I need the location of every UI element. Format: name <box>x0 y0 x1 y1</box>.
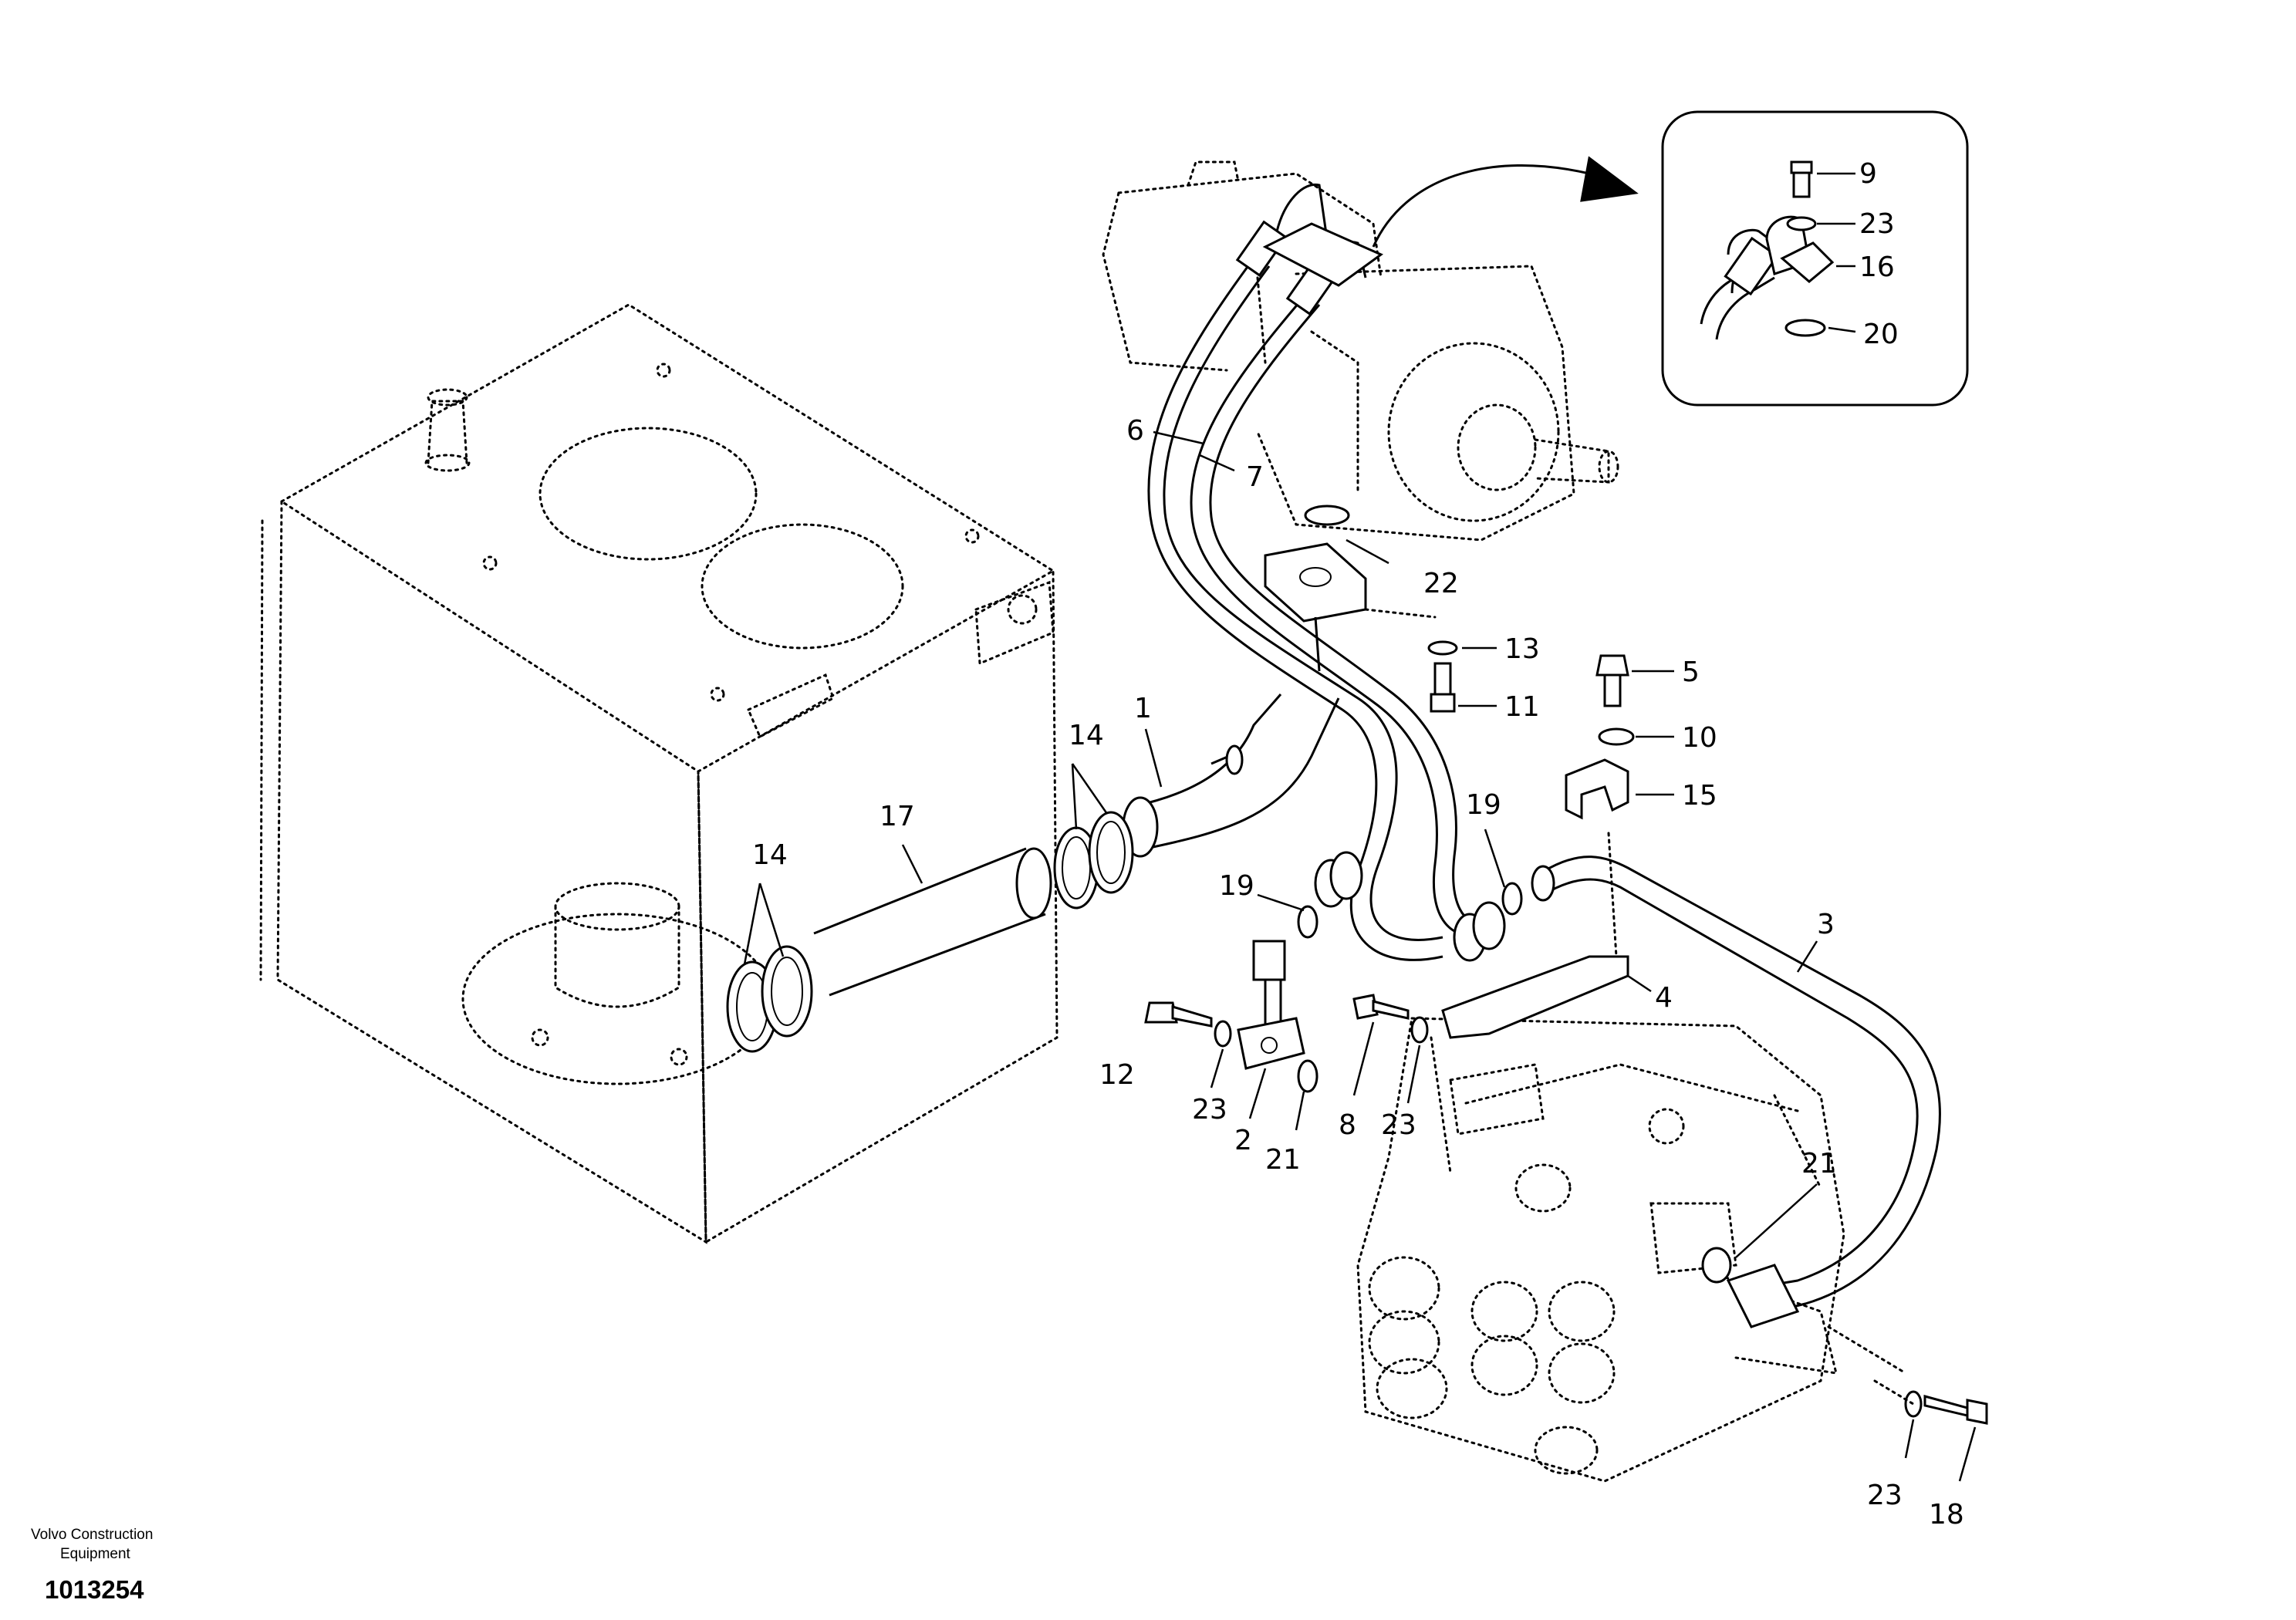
brand-line-1: Volvo Construction <box>31 1527 153 1543</box>
bolt-8 <box>1352 994 1410 1020</box>
callout-13: 13 <box>1504 633 1540 665</box>
hose-fitting <box>1235 220 1288 277</box>
callout-23a: 23 <box>1192 1094 1227 1126</box>
callout-3: 3 <box>1817 909 1835 940</box>
pipe-3 <box>1531 856 1941 1328</box>
o-ring-19 <box>1501 882 1523 916</box>
bolt-11 <box>1430 662 1456 713</box>
pump-flange <box>1262 222 1383 287</box>
washer-10 <box>1598 727 1635 746</box>
callout-14b: 14 <box>752 839 788 871</box>
pump-elbow <box>1275 183 1329 240</box>
callout-20: 20 <box>1863 319 1899 350</box>
flange-22 <box>1264 505 1367 672</box>
hose-7 <box>1190 296 1482 937</box>
detail-arrow <box>1372 164 1590 248</box>
bolt-5 <box>1595 654 1629 707</box>
callout-16: 16 <box>1859 251 1895 283</box>
o-ring-21 <box>1297 1059 1319 1093</box>
hose-clamp-14-left <box>726 945 813 1053</box>
callout-14a: 14 <box>1069 720 1104 751</box>
hose-6 <box>1147 258 1443 961</box>
bolt-12 <box>1144 1001 1213 1028</box>
detail-inset <box>1661 110 1969 407</box>
bracket-4 <box>1441 955 1629 1039</box>
o-ring-19 <box>1297 905 1319 939</box>
o-ring-21 <box>1701 1247 1732 1284</box>
callout-11: 11 <box>1504 691 1540 723</box>
brand-line-2: Equipment <box>60 1546 131 1562</box>
callout-22: 22 <box>1423 568 1459 599</box>
callout-23b: 23 <box>1381 1109 1416 1141</box>
callout-4: 4 <box>1655 982 1673 1014</box>
callout-18: 18 <box>1929 1499 1964 1531</box>
callout-10: 10 <box>1682 722 1717 754</box>
callout-23d: 23 <box>1859 208 1895 240</box>
callout-19a: 19 <box>1219 870 1254 902</box>
callout-23c: 23 <box>1867 1480 1903 1511</box>
callout-12: 12 <box>1099 1059 1135 1091</box>
leader-lines <box>743 172 1977 1482</box>
callout-9: 9 <box>1859 158 1877 190</box>
hose-fitting-valve <box>1314 851 1506 962</box>
washer-23 <box>1410 1016 1429 1044</box>
callout-15: 15 <box>1682 780 1717 812</box>
callout-17: 17 <box>880 801 915 832</box>
inset-frame <box>1661 110 1969 407</box>
clamp-15 <box>1565 758 1629 820</box>
pipe-1 <box>1122 694 1340 858</box>
hose-clamp-14 <box>1053 811 1134 910</box>
washer-13 <box>1427 640 1458 656</box>
callout-2: 2 <box>1234 1125 1252 1156</box>
callout-7: 7 <box>1246 461 1264 493</box>
document-number: 1013254 <box>45 1575 144 1604</box>
arrow-head <box>1580 156 1639 202</box>
callout-8: 8 <box>1339 1109 1356 1141</box>
hose-17 <box>813 847 1052 997</box>
callout-21b: 21 <box>1801 1148 1837 1180</box>
bolt-18 <box>1923 1395 1988 1425</box>
washer-23 <box>1214 1020 1232 1048</box>
block-2 <box>1237 940 1305 1070</box>
callout-19b: 19 <box>1466 789 1501 821</box>
callout-6: 6 <box>1126 415 1144 447</box>
callout-labels: 1 2 3 4 5 6 7 8 9 10 11 12 13 14 14 15 1… <box>752 158 1964 1531</box>
control-valve <box>1356 1017 1907 1483</box>
callout-5: 5 <box>1682 656 1700 688</box>
hydraulic-tank <box>259 303 1059 1244</box>
hydraulic-pump <box>1102 160 1619 542</box>
callout-21a: 21 <box>1265 1144 1301 1176</box>
callout-1: 1 <box>1134 693 1152 724</box>
